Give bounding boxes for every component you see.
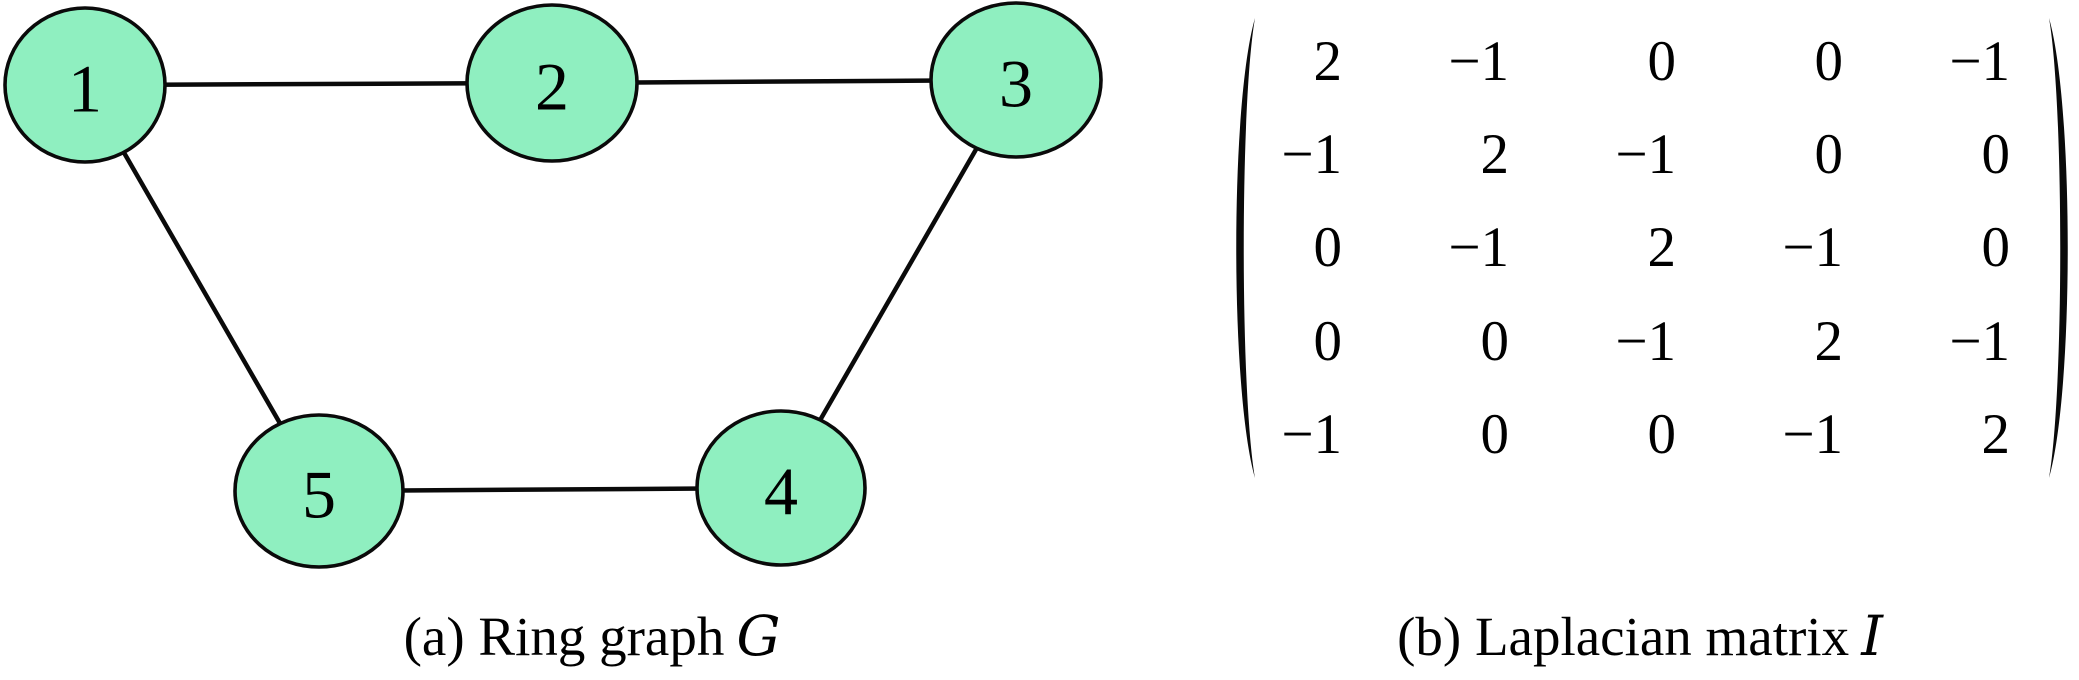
caption-laplacian-matrix-text: (b) Laplacian matrix: [1397, 606, 1850, 667]
graph-node-3: 3: [929, 1, 1103, 159]
caption-laplacian-matrix-symbol: I: [1861, 604, 1883, 668]
node-label-1: 1: [68, 50, 102, 126]
matrix-cell-r2c1: −1: [1281, 123, 1342, 187]
node-circle-4: [695, 409, 867, 567]
node-label-3: 3: [999, 45, 1033, 121]
matrix-cell-r4c4: 2: [1814, 309, 1844, 373]
matrix-cell-r4c3: −1: [1615, 309, 1676, 373]
matrix-cell-r3c5: 0: [1981, 216, 2011, 280]
matrix-cell-r5c2: 0: [1480, 402, 1510, 466]
node-circle-2: [465, 3, 639, 163]
matrix-cell-r5c1: −1: [1281, 402, 1342, 466]
node-circle-1: [3, 6, 167, 164]
graph-node-5: 5: [233, 413, 405, 569]
caption-ring-graph-text: (a) Ring graph: [403, 606, 725, 667]
matrix-cell-r5c4: −1: [1782, 402, 1843, 466]
matrix-cell-r2c2: 2: [1480, 123, 1510, 187]
matrix-cell-r2c5: 0: [1981, 123, 2011, 187]
matrix-cell-r3c3: 2: [1647, 216, 1677, 280]
node-circle-3: [929, 1, 1103, 159]
ring-graph-svg: 1 2 3 4 5: [3, 1, 1103, 569]
matrix-paren-right: [2049, 18, 2068, 478]
matrix-cell-r1c5: −1: [1949, 30, 2010, 94]
matrix-cell-r3c1: 0: [1313, 216, 1343, 280]
matrix-cell-r1c3: 0: [1647, 30, 1677, 94]
paren-right-glyph: [2049, 18, 2068, 478]
matrix-cell-r1c2: −1: [1448, 30, 1509, 94]
matrix-cell-r2c4: 0: [1814, 123, 1844, 187]
matrix-paren-left: [1236, 18, 1255, 478]
matrix-cell-r4c1: 0: [1313, 309, 1343, 373]
node-label-4: 4: [764, 453, 798, 529]
node-label-5: 5: [302, 456, 336, 532]
graph-node-1: 1: [3, 6, 167, 164]
matrix-cell-r1c4: 0: [1814, 30, 1844, 94]
graph-node-4: 4: [695, 409, 867, 567]
node-circle-5: [233, 413, 405, 569]
matrix-cell-r4c5: −1: [1949, 309, 2010, 373]
matrix-cell-r3c4: −1: [1782, 216, 1843, 280]
matrix-cell-r5c3: 0: [1647, 402, 1677, 466]
matrix-cell-r4c2: 0: [1480, 309, 1510, 373]
graph-node-2: 2: [465, 3, 639, 163]
caption-ring-graph-symbol: G: [736, 604, 781, 668]
laplacian-grid: 2 −1 0 0 −1 −1 2 −1 0 0 0 −1 2 −1 0 0 0 −1 2 −1 −1 0 0 −1 2: [1258, 15, 2010, 481]
paren-left-glyph: [1236, 18, 1255, 478]
matrix-cell-r5c5: 2: [1981, 402, 2011, 466]
matrix-cell-r2c3: −1: [1615, 123, 1676, 187]
matrix-cell-r1c1: 2: [1313, 30, 1343, 94]
node-label-2: 2: [535, 48, 569, 124]
matrix-cell-r3c2: −1: [1448, 216, 1509, 280]
